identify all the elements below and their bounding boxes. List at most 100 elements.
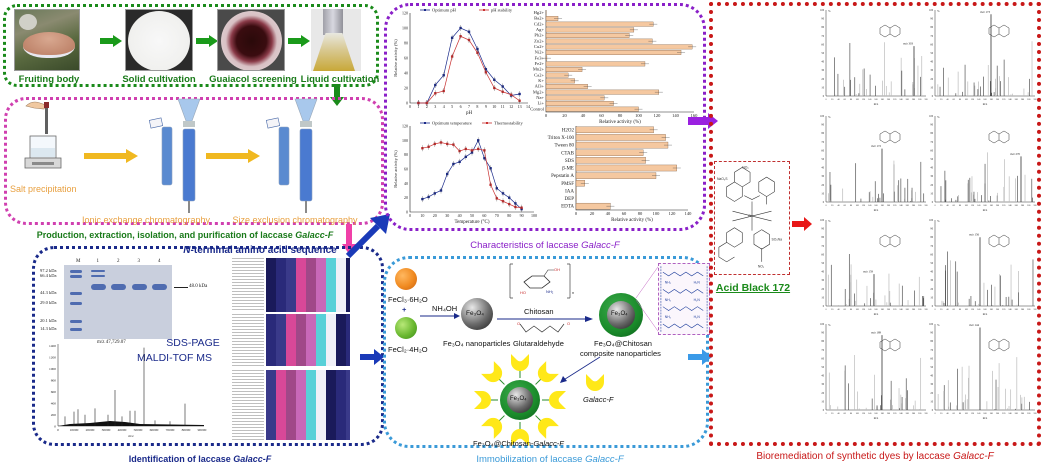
category-label: Cu2+ xyxy=(534,44,545,49)
category-label: Mg2+ xyxy=(533,89,545,94)
x-tick-label: 200 xyxy=(887,413,891,415)
final-product-label: Fe₃O₄@Chitosan-Galacc-F xyxy=(473,439,564,448)
identification-section-title: Identification of laccase Galacc-F xyxy=(128,454,272,464)
purification-title-text: Production, extraction, isolation, and p… xyxy=(36,230,296,240)
bar xyxy=(545,106,639,112)
x-axis-label: Relative activity (%) xyxy=(599,120,641,125)
y-tick-label: 60 xyxy=(930,357,933,360)
arrow-right-icon xyxy=(288,35,310,47)
y-tick-label: 50 xyxy=(930,262,933,265)
svg-text:H₂N: H₂N xyxy=(694,298,701,302)
y-tick-label: 80 xyxy=(930,340,933,343)
structure-fragment xyxy=(988,24,1010,38)
category-label: Fe3+ xyxy=(535,55,545,60)
ion-exchange-column-icon xyxy=(148,98,201,213)
enzyme-icon xyxy=(474,391,498,409)
x-tick-label: 300 xyxy=(918,205,922,207)
x-tick-label: 100 xyxy=(531,213,537,218)
bioremediation-section-title: Bioremediation of synthetic dyes by lacc… xyxy=(756,451,994,462)
marker-band xyxy=(70,275,82,278)
y-tick-label: 40 xyxy=(930,61,933,64)
category-label: Cd2+ xyxy=(534,21,545,26)
y-tick-label: 10 xyxy=(930,192,933,195)
x-tick-label: 200 xyxy=(996,413,1000,415)
x-tick-label: 240 xyxy=(899,309,903,311)
x-tick-label: 200 xyxy=(996,309,1000,311)
x-tick-label: 220 xyxy=(893,205,897,207)
x-tick-label: 140 xyxy=(868,99,872,101)
plus-sign: + xyxy=(402,305,407,314)
axis-lines xyxy=(934,220,1035,307)
y-tick-label: 40 xyxy=(930,271,933,274)
bar xyxy=(545,44,693,50)
y-tick-label: 20 xyxy=(821,392,824,395)
axis-lines xyxy=(825,324,926,411)
y-tick-label: 800 xyxy=(51,379,57,383)
x-tick-label: 100 xyxy=(856,309,860,311)
category-label: Triton X-100 xyxy=(548,136,575,141)
y-tick-label: 0 xyxy=(823,95,825,98)
x-tick-label: 9 xyxy=(485,104,487,109)
y-tick-label: 50 xyxy=(821,262,824,265)
x-tick-label: 60 xyxy=(844,99,847,101)
x-tick-label: 80 xyxy=(850,205,853,207)
cultivation-panel xyxy=(3,4,379,87)
x-tick-label: 180 xyxy=(990,205,994,207)
y-tick-label: 60 xyxy=(821,253,824,256)
x-tick-label: 120 xyxy=(971,413,975,415)
y-tick-label: 30 xyxy=(930,383,933,386)
structure-fragment xyxy=(988,130,1010,144)
x-tick-label: 240 xyxy=(1008,413,1012,415)
y-tick-label: 80 xyxy=(821,236,824,239)
fecl3-label: FeCl₃·6H₂O xyxy=(388,295,428,304)
x-tick-label: 30000 xyxy=(102,428,111,432)
x-tick-label: 20 xyxy=(831,413,834,415)
peak-label: m/z 172 xyxy=(871,144,881,148)
enzyme-icon xyxy=(511,422,529,446)
x-tick-label: 70000 xyxy=(166,428,175,432)
x-tick-label: 200 xyxy=(887,309,891,311)
y-tick-label: 60 xyxy=(930,43,933,46)
category-label: Mn2+ xyxy=(533,67,545,72)
x-tick-label: 120 xyxy=(862,205,866,207)
characteristics-section-title: Characteristics of laccase Galacc-F xyxy=(470,240,620,251)
x-tick-label: 120 xyxy=(971,205,975,207)
y-tick-label: 60 xyxy=(821,43,824,46)
y-tick-label: 100 xyxy=(402,26,408,31)
sds-page-label: SDS-PAGE xyxy=(166,337,220,349)
x-tick-label: 0 xyxy=(409,104,411,109)
band-indicator-line xyxy=(174,287,188,288)
core xyxy=(507,387,533,413)
x-tick-label: 160 xyxy=(874,205,878,207)
x-tick-label: 0 xyxy=(825,99,827,101)
immobilization-panel xyxy=(383,256,709,448)
category-label: PMSF xyxy=(561,182,574,187)
x-tick-label: 13 xyxy=(518,104,522,109)
fecl2-sphere xyxy=(395,317,417,339)
y-tick-label: 80 xyxy=(821,340,824,343)
x-axis-label: m/z xyxy=(983,312,988,316)
svg-text:HO: HO xyxy=(520,290,526,295)
legend-marker xyxy=(486,122,488,124)
x-tick-label: 100 xyxy=(856,205,860,207)
x-axis-label: m/z xyxy=(983,208,988,212)
x-tick-label: 120 xyxy=(862,99,866,101)
svg-text:O: O xyxy=(517,321,520,326)
y-tick-label: 10 xyxy=(930,400,933,403)
laccase-band xyxy=(132,284,147,290)
axis-lines xyxy=(545,10,694,113)
x-tick-label: 300 xyxy=(918,413,922,415)
arrow-right-icon xyxy=(206,149,260,163)
x-tick-label: 100 xyxy=(856,99,860,101)
fe3o4-nanoparticle xyxy=(461,298,493,330)
x-tick-label: 4 xyxy=(443,104,445,109)
bar xyxy=(545,27,635,33)
arrow-right-icon xyxy=(688,349,712,365)
x-tick-label: 240 xyxy=(899,99,903,101)
x-tick-label: 300 xyxy=(1027,205,1031,207)
x-tick-label: 100 xyxy=(653,211,661,216)
